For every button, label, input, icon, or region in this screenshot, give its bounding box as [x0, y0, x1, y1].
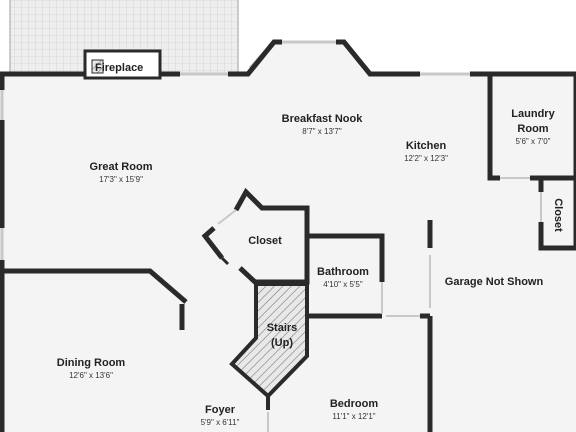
- exterior-walls: [0, 39, 576, 432]
- laundry-walls: [487, 74, 576, 181]
- kitchen-label: Kitchen: [406, 140, 447, 152]
- side-closet-walls: [538, 178, 576, 251]
- center-closet-label: Closet: [248, 235, 282, 247]
- bathroom-walls: [307, 233, 430, 319]
- garage-note: Garage Not Shown: [445, 276, 544, 288]
- breakfast-nook-label: Breakfast Nook: [282, 113, 364, 125]
- foyer-label: Foyer: [205, 404, 236, 416]
- dining-room-label: Dining Room: [57, 357, 126, 369]
- bathroom-label: Bathroom: [317, 266, 369, 278]
- bedroom-dims: 11'1" x 12'1": [332, 412, 375, 421]
- laundry-dims: 5'6" x 7'0": [516, 137, 551, 146]
- great-room-label: Great Room: [90, 161, 153, 173]
- room-labels: Breakfast Nook 8'7" x 13'7" Kitchen 12'2…: [57, 108, 564, 427]
- stairs-label-line2: (Up): [271, 337, 293, 349]
- dining-walls: [0, 268, 188, 330]
- laundry-label: Laundry: [511, 108, 555, 120]
- kitchen-dims: 12'2" x 12'3": [404, 154, 448, 163]
- stairs-label: Stairs: [267, 322, 298, 334]
- dining-room-dims: 12'6" x 13'6": [69, 371, 113, 380]
- foyer-dims: 5'9" x 6'11": [201, 418, 240, 427]
- center-closet-door-leaf: [220, 256, 230, 266]
- laundry-label-line2: Room: [517, 123, 548, 135]
- bedroom-label: Bedroom: [330, 398, 379, 410]
- side-closet-label: Closet: [552, 198, 564, 232]
- fireplace-label: Fireplace: [95, 62, 143, 74]
- bathroom-dims: 4'10" x 5'5": [323, 280, 363, 289]
- fireplace: Fireplace: [83, 49, 162, 80]
- breakfast-nook-dims: 8'7" x 13'7": [302, 127, 342, 136]
- great-room-dims: 17'3" x 15'9": [99, 175, 143, 184]
- windows: [0, 72, 470, 260]
- center-closet-door: [217, 209, 237, 225]
